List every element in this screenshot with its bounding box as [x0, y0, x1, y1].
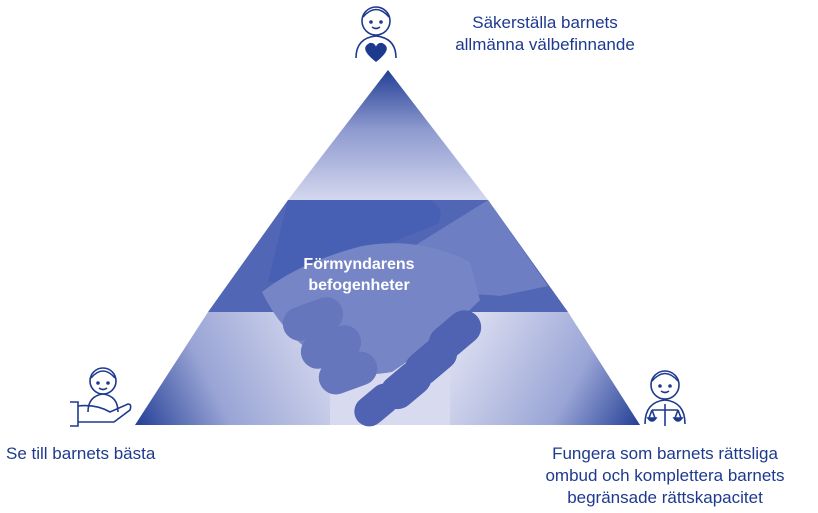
child-with-scales-icon: [644, 370, 686, 426]
right-caption-line-2: ombud och komplettera barnets: [545, 466, 785, 485]
left-corner-shade: [135, 312, 330, 425]
top-caption-line-2: allmänna välbefinnande: [455, 35, 635, 54]
left-caption: Se till barnets bästa: [6, 443, 226, 465]
child-with-heart-icon: [355, 6, 397, 62]
top-caption: Säkerställa barnets allmänna välbefinnan…: [425, 12, 665, 56]
right-caption: Fungera som barnets rättsliga ombud och …: [515, 443, 815, 509]
top-caption-line-1: Säkerställa barnets: [472, 13, 618, 32]
right-caption-line-1: Fungera som barnets rättsliga: [552, 444, 778, 463]
right-corner-shade: [450, 312, 640, 425]
center-label: Förmyndarens befogenheter: [259, 254, 459, 296]
child-in-hand-icon: [70, 367, 132, 427]
center-label-line-1: Förmyndarens: [303, 256, 415, 273]
left-caption-line-1: Se till barnets bästa: [6, 444, 156, 463]
handshake-icon: [262, 200, 548, 427]
center-label-line-2: befogenheter: [308, 277, 410, 294]
right-caption-line-3: begränsade rättskapacitet: [567, 488, 763, 507]
top-corner-shade: [288, 70, 488, 200]
